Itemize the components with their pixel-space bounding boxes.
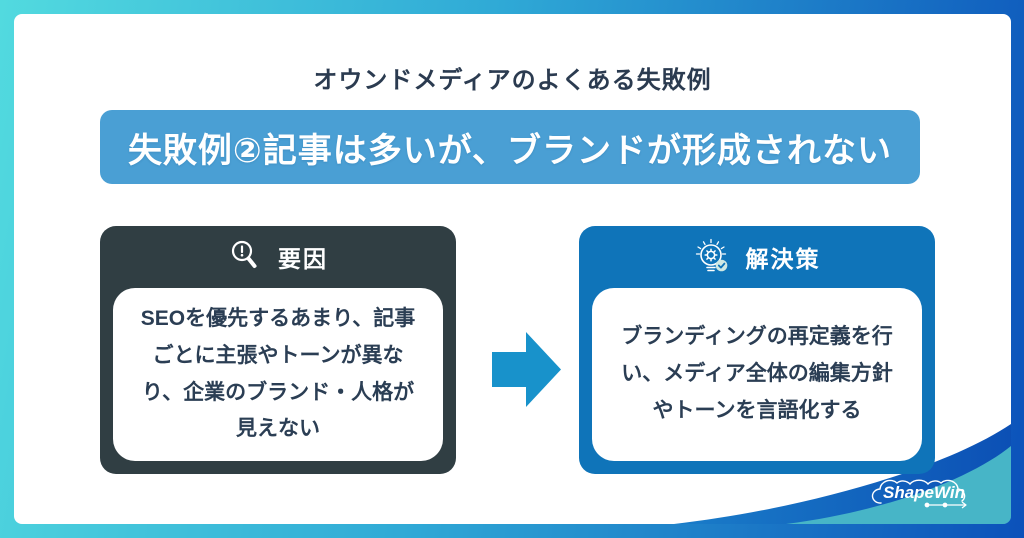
page-title: オウンドメディアのよくある失敗例 <box>313 67 712 94</box>
cause-label: 要因 <box>278 246 328 272</box>
content-card: オウンドメディアのよくある失敗例 失敗例②記事は多いが、ブランドが形成されない … <box>14 14 1011 524</box>
bulb-gear-check-icon <box>694 238 732 276</box>
flow-arrow-icon <box>492 332 561 407</box>
solution-header: 解決策 <box>579 226 935 288</box>
solution-label: 解決策 <box>745 246 821 272</box>
cause-body-card: SEOを優先するあまり、記事ごとに主張やトーンが異なり、企業のブランド・人格が見… <box>113 288 443 461</box>
shapewin-logo: ShapeWin <box>871 479 967 509</box>
logo-cloud-outline <box>871 479 966 504</box>
failure-banner: 失敗例②記事は多いが、ブランドが形成されない <box>100 110 920 184</box>
logo-text: ShapeWin <box>883 483 965 502</box>
solution-box: 解決策 ブランディングの再定義を行い、メディア全体の編集方針やトーンを言語化する <box>579 226 935 474</box>
solution-body-card: ブランディングの再定義を行い、メディア全体の編集方針やトーンを言語化する <box>592 288 922 461</box>
cause-body-text: SEOを優先するあまり、記事ごとに主張やトーンが異なり、企業のブランド・人格が見… <box>140 307 416 441</box>
solution-body-text: ブランディングの再定義を行い、メディア全体の編集方針やトーンを言語化する <box>621 325 893 422</box>
logo-network-line <box>924 501 967 509</box>
magnifier-alert-icon <box>228 239 264 275</box>
cause-header: 要因 <box>100 226 456 288</box>
failure-banner-text: 失敗例②記事は多いが、ブランドが形成されない <box>127 131 893 170</box>
cause-box: 要因 SEOを優先するあまり、記事ごとに主張やトーンが異なり、企業のブランド・人… <box>100 226 456 474</box>
